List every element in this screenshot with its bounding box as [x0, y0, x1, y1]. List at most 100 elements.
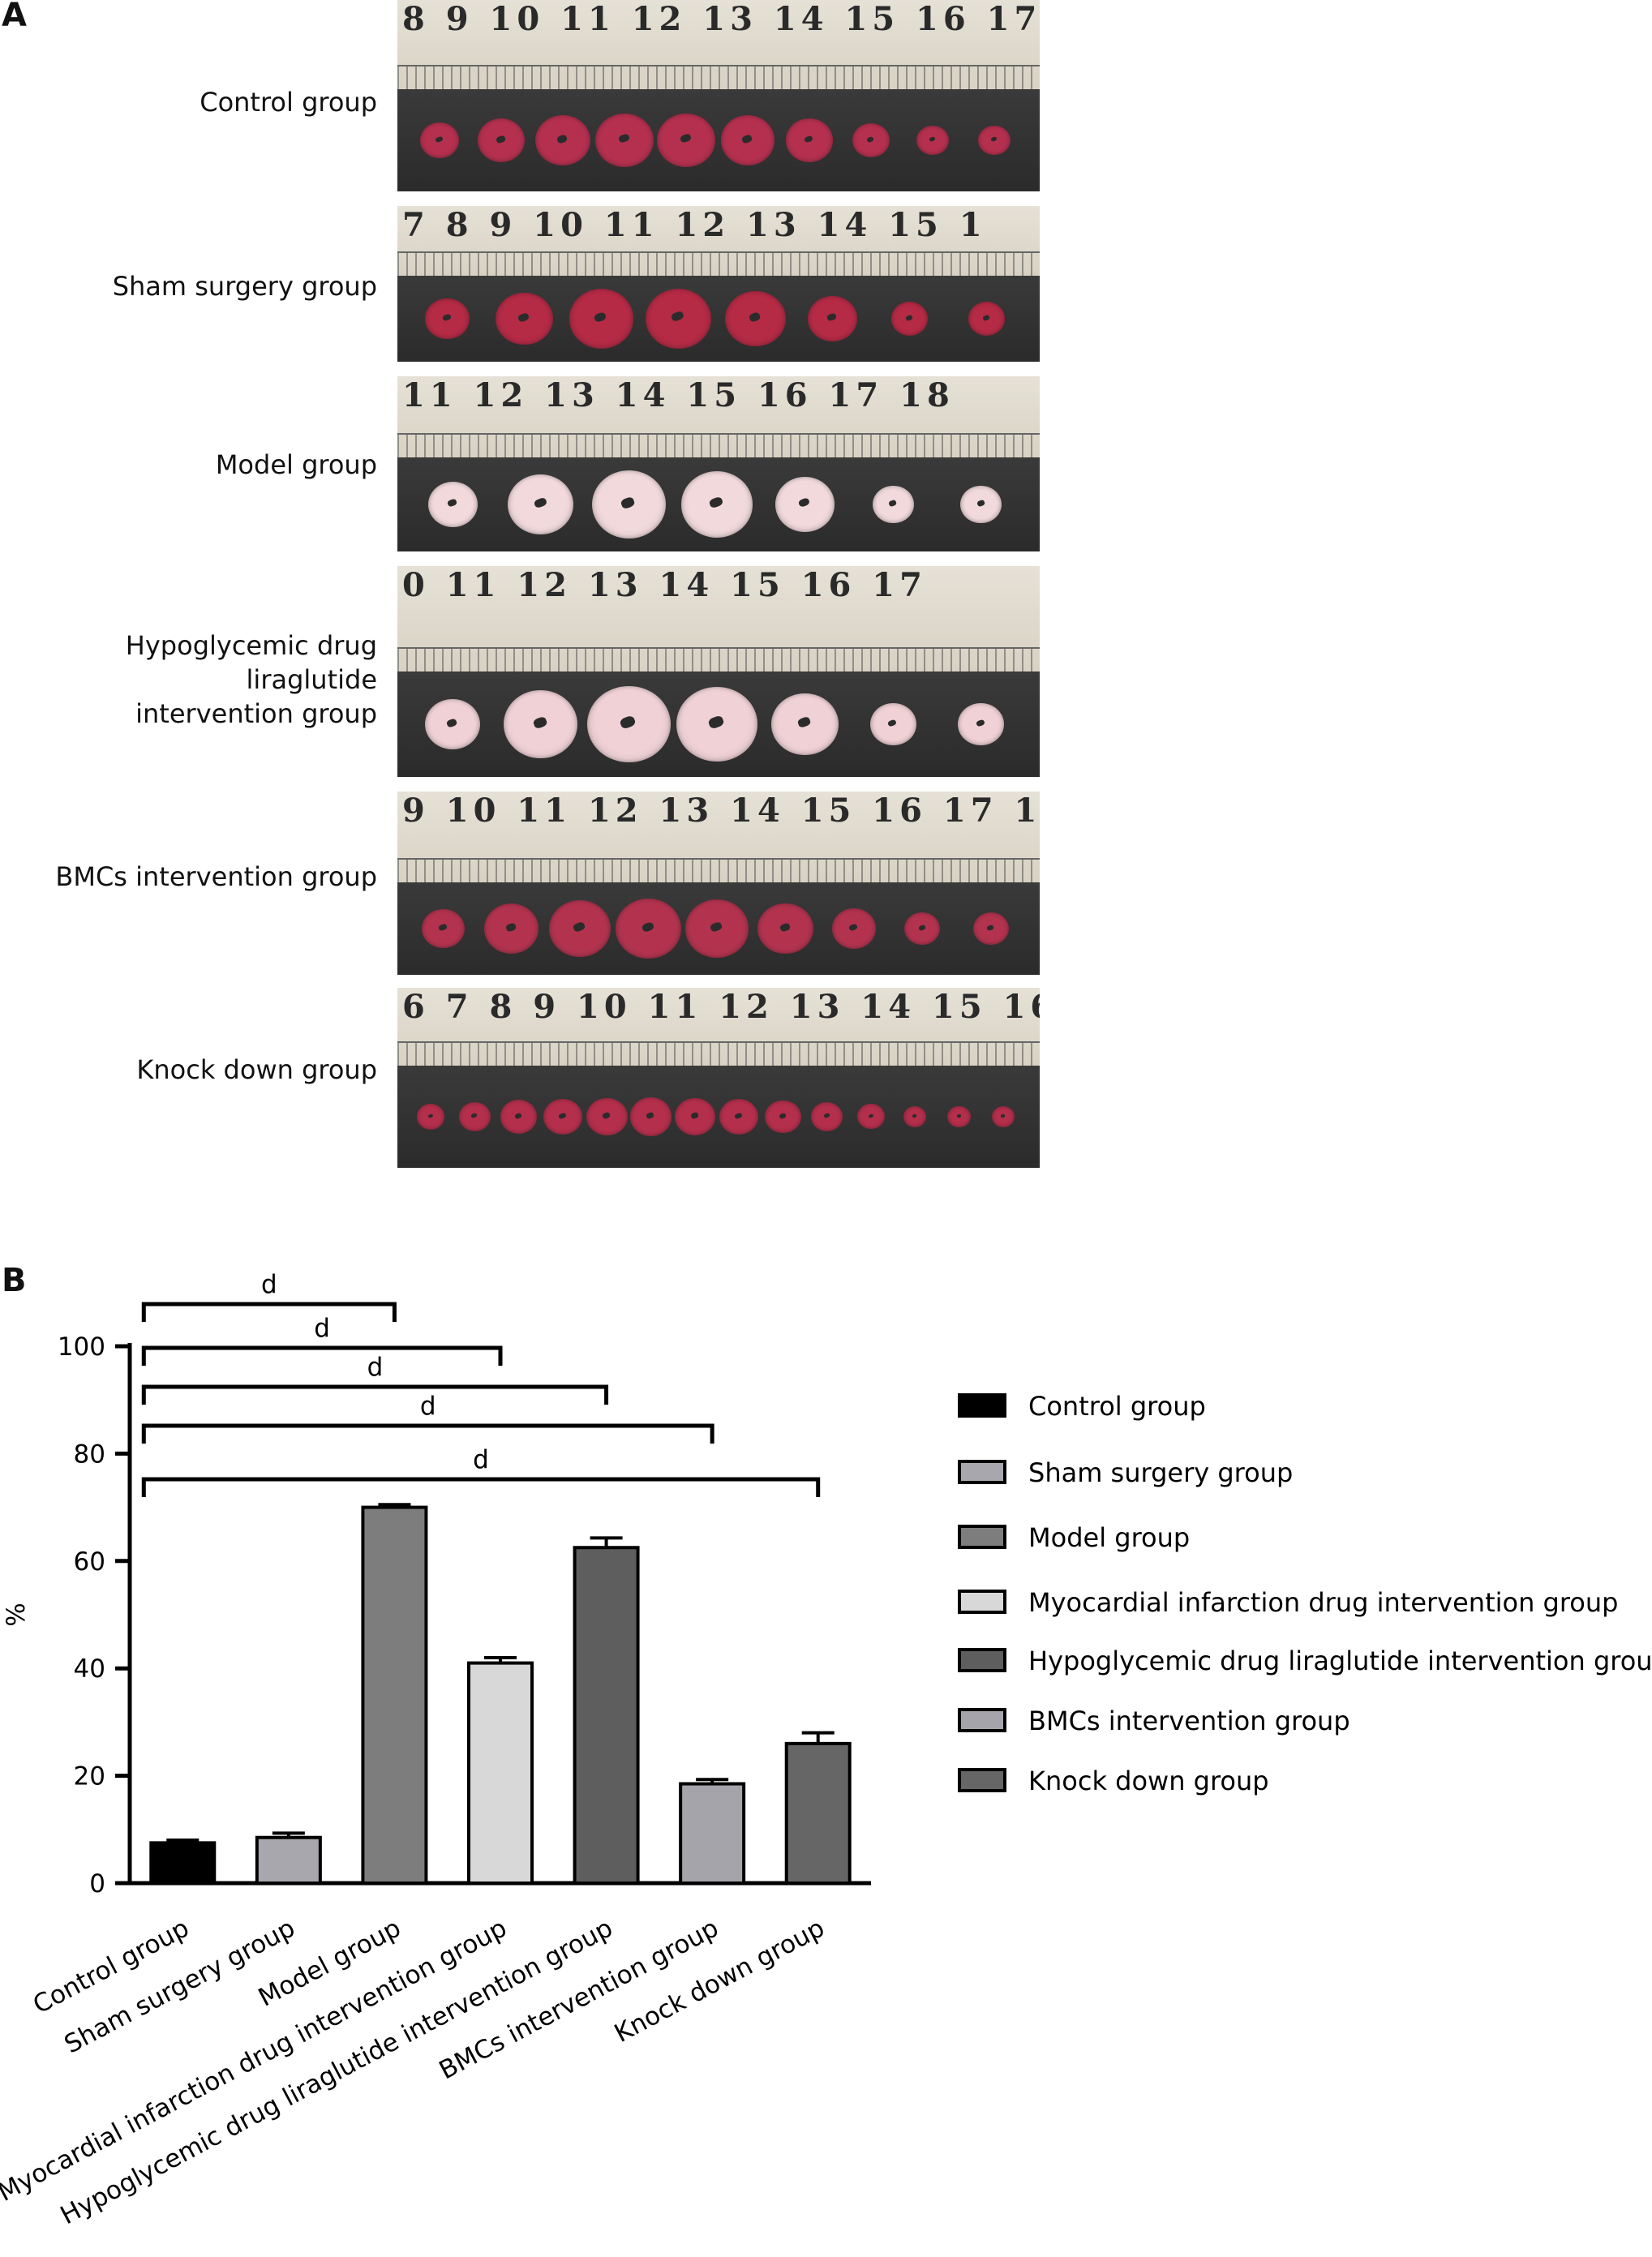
ventricle-cavity — [558, 1112, 567, 1120]
ventricle-cavity — [708, 496, 724, 509]
ventricle-cavity — [918, 924, 926, 931]
ruler-numbers: 11 12 13 14 15 16 17 18 — [402, 376, 955, 414]
legend-label: Model group — [1028, 1522, 1190, 1553]
heart-slice — [916, 125, 949, 156]
ventricle-cavity — [956, 1113, 962, 1118]
heart-slice — [425, 698, 481, 750]
heart-slice — [958, 702, 1005, 746]
significance-bracket — [141, 1423, 714, 1444]
heart-slice — [591, 470, 667, 539]
ventricle-cavity — [797, 497, 811, 508]
heart-slice — [548, 899, 611, 958]
bar — [573, 1546, 640, 1885]
heart-slice — [947, 1105, 971, 1128]
ventricle-cavity — [446, 717, 458, 728]
significance-label: d — [314, 1314, 330, 1343]
ventricle-cavity — [504, 922, 517, 933]
heart-slice — [508, 474, 574, 535]
ventricle-cavity — [1000, 1113, 1006, 1118]
ventricle-cavity — [990, 136, 998, 143]
ruler-ticks — [397, 67, 1040, 89]
ventricle-cavity — [442, 313, 452, 322]
heart-slice — [808, 296, 857, 341]
ruler: 8 9 10 11 12 13 14 15 16 17 18 19 — [397, 0, 1040, 89]
ventricle-cavity — [709, 920, 723, 933]
ruler-baseline — [397, 858, 1040, 860]
bar — [784, 1741, 852, 1885]
bar — [361, 1505, 428, 1885]
heart-slice — [674, 1097, 716, 1136]
significance-label: d — [261, 1270, 277, 1299]
row-label: BMCs intervention group — [55, 861, 377, 892]
significance-label: d — [367, 1353, 384, 1382]
ruler-numbers: 8 9 10 11 12 13 14 15 16 17 18 19 — [402, 0, 1040, 38]
heart-slice — [972, 912, 1009, 946]
heart-slice — [968, 302, 1006, 336]
ruler: 7 8 9 10 11 12 13 14 15 1 — [397, 206, 1040, 276]
ruler-numbers: 9 10 11 12 13 14 15 16 17 18 — [402, 792, 1040, 830]
heart-slice — [458, 1101, 491, 1132]
ventricle-cavity — [734, 1112, 743, 1120]
ruler: 11 12 13 14 15 16 17 18 — [397, 376, 1040, 457]
heart-slice — [616, 899, 681, 959]
ventricle-cavity — [573, 920, 586, 933]
ventricle-cavity — [748, 311, 762, 323]
tissue-photo: 9 10 11 12 13 14 15 16 17 18 — [397, 792, 1040, 975]
heart-slice — [425, 298, 470, 339]
legend-label: Knock down group — [1028, 1766, 1269, 1796]
heart-slice — [857, 1104, 885, 1130]
ventricle-cavity — [617, 133, 630, 144]
ruler-ticks — [397, 1043, 1040, 1066]
heart-slice — [680, 471, 753, 538]
heart-slice — [725, 290, 786, 347]
significance-bracket — [141, 1302, 397, 1322]
ventricle-cavity — [514, 1112, 523, 1119]
heart-slice — [484, 903, 539, 954]
ventricle-cavity — [796, 716, 812, 729]
ventricle-cavity — [986, 924, 995, 931]
ventricle-cavity — [470, 1113, 478, 1119]
ruler-baseline — [397, 65, 1040, 67]
ventricle-cavity — [594, 311, 608, 324]
bar — [149, 1841, 217, 1885]
ruler: 6 7 8 9 10 11 12 13 14 15 16 17 18 19 2 — [397, 988, 1040, 1066]
heart-slice — [872, 485, 914, 524]
heart-slice — [890, 302, 929, 336]
legend-swatch — [958, 1648, 1006, 1672]
ventricle-cavity — [912, 1113, 918, 1118]
heart-slice — [535, 115, 590, 165]
tissue-photo: 8 9 10 11 12 13 14 15 16 17 18 19 — [397, 0, 1040, 191]
tissue-photo: 11 12 13 14 15 16 17 18 — [397, 376, 1040, 551]
heart-slice — [569, 289, 634, 349]
row-label: Knock down group — [136, 1054, 377, 1085]
heart-slice — [852, 122, 890, 158]
specimen-tray — [397, 1066, 1040, 1168]
ventricle-cavity — [447, 498, 458, 508]
ventricle-cavity — [887, 719, 898, 727]
heart-slice — [587, 685, 671, 763]
row-label: Model group — [215, 449, 377, 480]
ventricle-cavity — [679, 133, 692, 144]
ventricle-cavity — [517, 311, 530, 323]
legend-label: BMCs intervention group — [1028, 1706, 1350, 1736]
ruler-ticks — [397, 649, 1040, 672]
heart-slice — [720, 115, 775, 165]
ruler-numbers: 0 11 12 13 14 15 16 17 — [402, 566, 927, 604]
ventricle-cavity — [438, 923, 448, 932]
legend-swatch — [958, 1590, 1006, 1614]
ventricle-cavity — [976, 719, 986, 727]
legend-swatch — [958, 1708, 1006, 1732]
legend-swatch — [958, 1393, 1006, 1418]
heart-slice — [903, 1105, 927, 1128]
ventricle-cavity — [619, 714, 637, 730]
y-tick-label: 0 — [89, 1869, 105, 1899]
ventricle-cavity — [779, 921, 792, 933]
significance-label: d — [420, 1392, 436, 1421]
ventricle-cavity — [620, 496, 637, 509]
heart-slice — [869, 702, 916, 746]
ruler-ticks — [397, 860, 1040, 882]
heart-slice — [904, 912, 941, 946]
specimen-tray — [397, 89, 1040, 191]
ruler-baseline — [397, 1041, 1040, 1043]
